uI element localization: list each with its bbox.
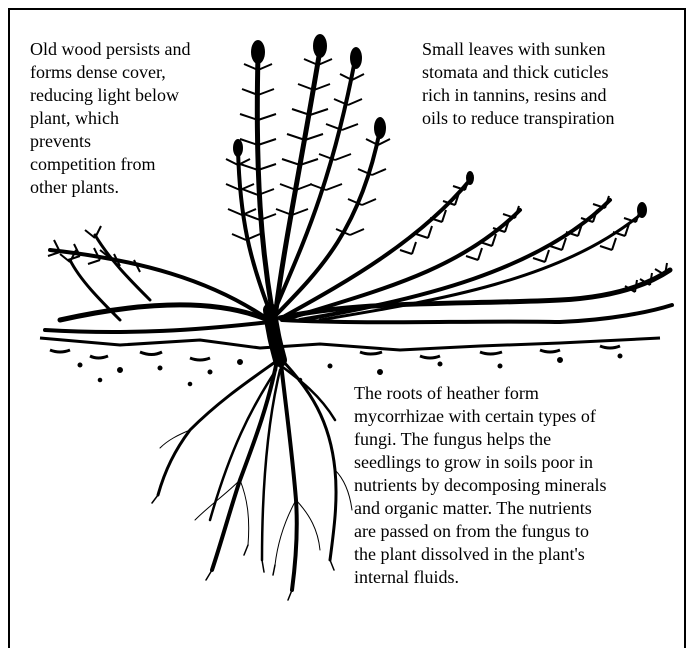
annotation-leaves: Small leaves with sunken stomata and thi… — [422, 38, 682, 130]
annotation-old-wood: Old wood persists and forms dense cover,… — [30, 38, 240, 199]
plant-roots — [152, 355, 352, 600]
soil-line — [40, 338, 660, 386]
annotation-roots: The roots of heather form mycorrhizae wi… — [354, 382, 684, 589]
